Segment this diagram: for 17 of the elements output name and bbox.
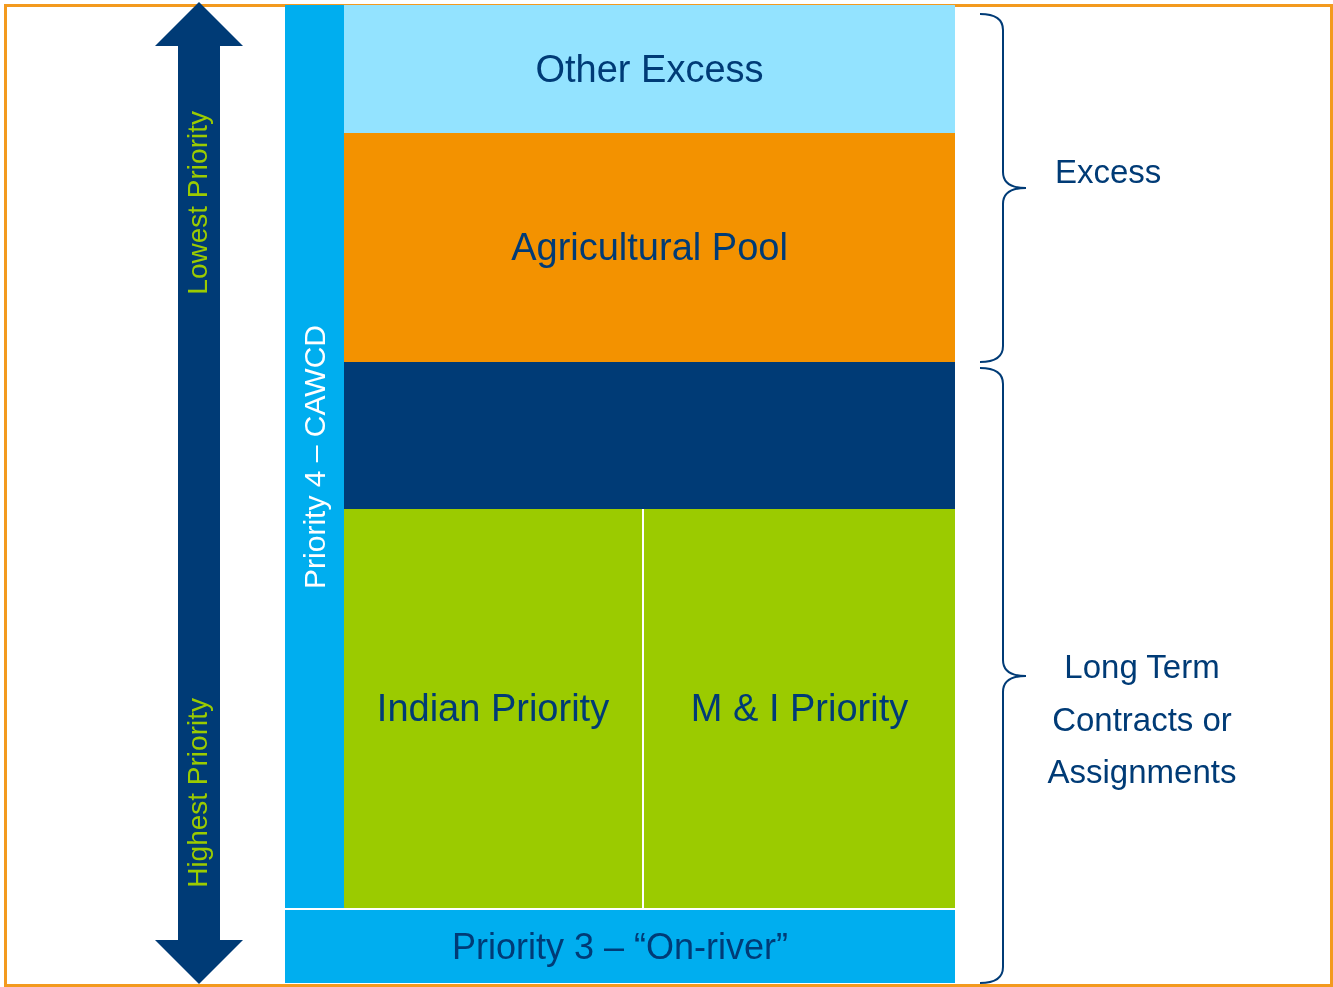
block-label: Indian Priority [376,687,610,730]
block-label: Priority 4 – CAWCD [297,324,332,589]
bracket-label: Long Term Contracts or Assignments [1046,646,1238,793]
axis-label: Highest Priority [182,698,214,888]
block [344,509,642,908]
band [285,910,955,983]
block-label: Agricultural Pool [511,226,788,269]
column [285,5,344,908]
band [344,5,955,133]
band [344,133,955,362]
block-label: Priority 3 – “On-river” [451,925,788,968]
block-label: Other Excess [535,47,764,91]
bracket-label: Excess [1055,153,1162,191]
block-label: M & I Priority [690,687,909,730]
axis-label: Lowest Priority [182,111,214,295]
block [644,509,955,908]
band [344,362,955,509]
